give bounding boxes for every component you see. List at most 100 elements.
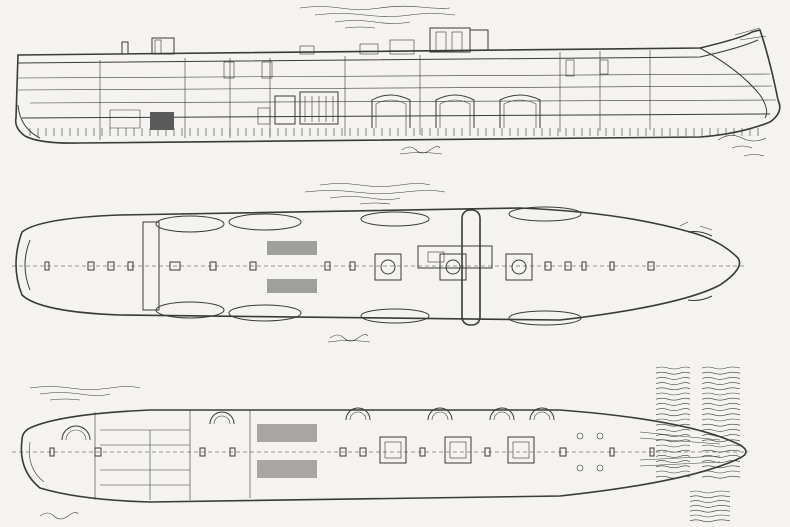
deck-hatch — [349, 261, 356, 271]
legend-note-line — [701, 470, 741, 474]
deck-hatch — [609, 261, 615, 271]
legend-note-line — [655, 387, 691, 391]
legend-notes-column — [655, 366, 741, 523]
legend-note-line — [701, 377, 741, 380]
upper-plan-deckhouse-stbd — [267, 279, 317, 293]
legend-note-line — [655, 418, 691, 422]
lower-plan-boilers — [379, 436, 535, 464]
legend-note-line — [655, 439, 691, 443]
upper-plan-flying-bridges — [142, 209, 493, 326]
profile-frame-ticks — [29, 128, 759, 136]
legend-note-line — [701, 382, 741, 385]
legend-note-line — [655, 408, 691, 411]
lower-hatch — [49, 447, 55, 457]
deck-hatch — [324, 261, 331, 271]
profile-title-scribble — [299, 5, 456, 29]
lower-hatch — [359, 447, 367, 457]
legend-note-line — [689, 509, 731, 513]
legend-note-line — [701, 418, 741, 422]
legend-note-line — [655, 475, 691, 479]
lower-hatch — [229, 447, 236, 457]
upper-deck-plan-view — [12, 183, 745, 343]
legend-note-line — [689, 519, 731, 523]
legend-note-line — [701, 434, 741, 437]
legend-note-line — [655, 371, 691, 375]
profile-hull-outline — [14, 29, 781, 144]
lower-hatch — [484, 447, 491, 457]
legend-note-line — [689, 514, 731, 518]
upper-plan-funnels — [374, 253, 533, 281]
upper-plan-hatches — [44, 261, 655, 271]
lower-hatch — [609, 447, 615, 457]
lower-hatch — [94, 447, 102, 457]
profile-engines — [109, 91, 339, 130]
deck-hatch — [647, 261, 655, 271]
legend-note-line — [701, 408, 741, 411]
lower-plan-compartments — [94, 410, 317, 500]
legend-note-line — [655, 423, 691, 427]
legend-note-line — [655, 413, 691, 417]
upper-plan-title-scribble — [304, 183, 446, 205]
legend-note-line — [655, 460, 691, 463]
lower-plan-bow-fittings — [576, 431, 721, 472]
upper-plan-deckhouse-port — [267, 241, 317, 255]
deck-hatch — [127, 261, 134, 271]
legend-note-line — [701, 423, 741, 427]
profile-boilers — [371, 94, 541, 128]
lower-plan-hatches — [49, 447, 655, 457]
legend-note-line — [689, 500, 731, 503]
legend-note-line — [655, 429, 691, 432]
profile-signature — [399, 146, 443, 155]
legend-note-line — [701, 444, 741, 448]
lower-plan-gun-arcs — [61, 407, 555, 441]
upper-plan-signature — [327, 334, 371, 343]
aft-funnel — [151, 37, 175, 55]
deck-hatch — [87, 261, 95, 271]
lower-hatch — [199, 447, 206, 457]
legend-note-line — [701, 465, 741, 469]
legend-note-line — [655, 449, 691, 453]
profile-bulkheads — [99, 50, 651, 140]
legend-note-line — [655, 434, 691, 437]
lower-deck-plan-view — [12, 386, 748, 520]
upper-plan-boats — [155, 206, 582, 326]
legend-note-line — [655, 444, 691, 448]
legend-note-line — [701, 413, 741, 417]
side-profile-view — [14, 5, 781, 157]
deck-hatch — [44, 261, 50, 271]
deck-hatch — [581, 261, 587, 271]
legend-note-line — [701, 397, 741, 401]
legend-note-line — [655, 403, 691, 406]
lower-hatch — [559, 447, 567, 457]
legend-note-line — [701, 429, 741, 432]
legend-note-line — [701, 387, 741, 391]
legend-note-line — [701, 449, 741, 453]
deck-hatch — [169, 261, 181, 271]
lower-plan-signature — [39, 512, 79, 520]
legend-note-line — [689, 490, 731, 494]
legend-note-line — [701, 439, 741, 443]
deck-hatch — [107, 261, 115, 271]
lower-hatch — [339, 447, 347, 457]
deck-hatch — [544, 261, 552, 271]
legend-note-line — [701, 392, 741, 396]
deck-hatch — [209, 261, 217, 271]
deck-hatch — [249, 261, 257, 271]
legend-note-line — [701, 475, 741, 479]
legend-note-line — [701, 366, 741, 370]
legend-note-line — [655, 455, 691, 458]
legend-note-line — [689, 495, 731, 499]
legend-note-line — [689, 505, 731, 508]
legend-note-line — [655, 377, 691, 380]
legend-note-line — [701, 403, 741, 406]
lower-plan-title-scribble — [29, 386, 141, 401]
lower-hatch — [649, 447, 655, 457]
legend-note-line — [655, 397, 691, 401]
legend-note-line — [655, 470, 691, 474]
legend-note-line — [701, 460, 741, 463]
legend-note-line — [701, 371, 741, 375]
legend-note-line — [655, 366, 691, 370]
deck-hatch — [564, 261, 572, 271]
